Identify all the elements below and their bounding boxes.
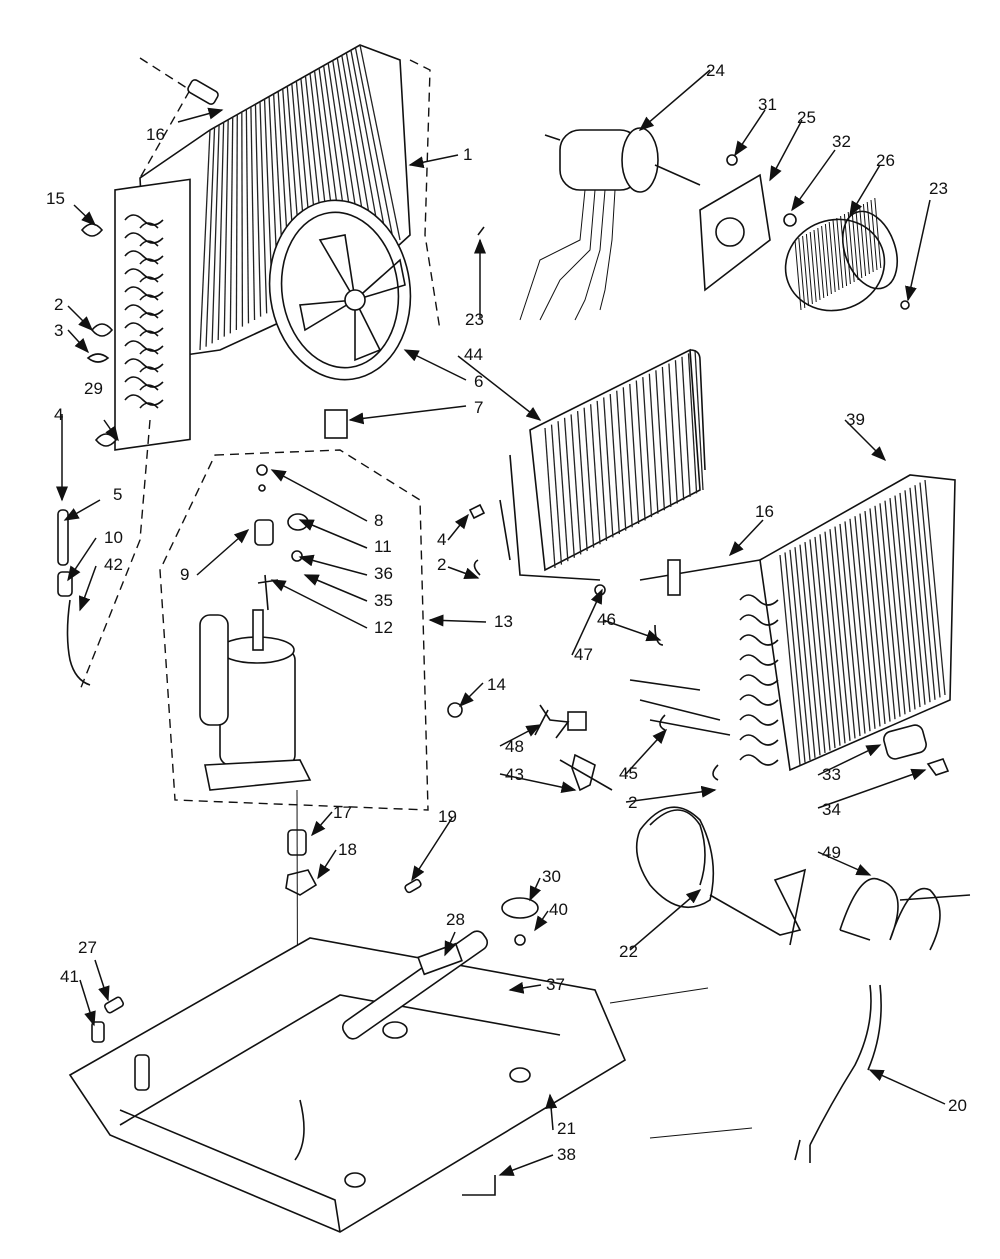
callout-42: 42 <box>104 555 123 574</box>
callout-34: 34 <box>822 800 841 819</box>
compressor-kit-outline <box>159 449 429 811</box>
callout-1: 1 <box>463 145 472 164</box>
callout-17: 17 <box>333 803 352 822</box>
stray-line <box>649 1127 753 1139</box>
callout-47: 47 <box>574 645 593 664</box>
power-cord <box>794 984 882 1163</box>
capillary-coil <box>499 348 706 581</box>
tube-outline <box>79 419 151 691</box>
callout-15: 15 <box>46 189 65 208</box>
callout-28: 28 <box>446 910 465 929</box>
callout-7: 7 <box>474 398 483 417</box>
base-small-parts <box>91 878 539 1196</box>
left-small-parts <box>57 79 219 686</box>
fan-clip <box>324 409 348 439</box>
callout-40: 40 <box>549 900 568 919</box>
callout-41: 41 <box>60 967 79 986</box>
callout-16: 16 <box>146 125 165 144</box>
callout-22: 22 <box>619 942 638 961</box>
callout-49: 49 <box>822 843 841 862</box>
callout-2: 2 <box>54 295 63 314</box>
discharge-tubing <box>635 806 807 946</box>
callout-8: 8 <box>374 511 383 530</box>
callout-33: 33 <box>822 765 841 784</box>
callout-29: 29 <box>84 379 103 398</box>
callout-2: 2 <box>628 793 637 812</box>
stray-line <box>609 987 709 1004</box>
callout-25: 25 <box>797 108 816 127</box>
callout-39: 39 <box>846 410 865 429</box>
compressor <box>199 609 312 791</box>
callout-19: 19 <box>438 807 457 826</box>
callout-12: 12 <box>374 618 393 637</box>
callout-6: 6 <box>474 372 483 391</box>
shroud-outline <box>409 59 441 331</box>
callout-43: 43 <box>505 765 524 784</box>
evaporator-coil <box>629 474 956 772</box>
callout-46: 46 <box>597 610 616 629</box>
mid-right-small-parts <box>468 154 950 792</box>
callout-2: 2 <box>437 555 446 574</box>
callout-32: 32 <box>832 132 851 151</box>
callout-38: 38 <box>557 1145 576 1164</box>
callout-3: 3 <box>54 321 63 340</box>
callout-5: 5 <box>113 485 122 504</box>
callout-24: 24 <box>706 61 725 80</box>
callout-20: 20 <box>948 1096 967 1115</box>
callout-23: 23 <box>929 179 948 198</box>
suction-tubing <box>839 877 971 951</box>
callout-13: 13 <box>494 612 513 631</box>
blower-wheel <box>784 197 898 312</box>
callout-leaders <box>56 69 946 1176</box>
callout-14: 14 <box>487 675 506 694</box>
condenser-bracket-outline <box>139 57 191 179</box>
blower-motor <box>519 127 701 321</box>
callout-11: 11 <box>374 537 392 556</box>
callout-labels: 1 2 2 2 3 4 4 5 6 7 8 9 10 11 12 13 14 1… <box>46 61 967 1164</box>
callout-45: 45 <box>619 764 638 783</box>
callout-23: 23 <box>465 310 484 329</box>
callout-31: 31 <box>758 95 777 114</box>
callout-9: 9 <box>180 565 189 584</box>
callout-4: 4 <box>437 530 446 549</box>
callout-36: 36 <box>374 564 393 583</box>
compressor-nut <box>285 869 318 896</box>
callout-27: 27 <box>78 938 97 957</box>
condenser-fan <box>268 199 412 381</box>
callout-4: 4 <box>54 405 63 424</box>
callout-30: 30 <box>542 867 561 886</box>
callout-16: 16 <box>755 502 774 521</box>
base-pan <box>68 930 627 1233</box>
callout-44: 44 <box>464 345 483 364</box>
callout-18: 18 <box>338 840 357 859</box>
motor-mount-plate <box>699 173 771 292</box>
callout-48: 48 <box>505 737 524 756</box>
callout-21: 21 <box>557 1119 576 1138</box>
callout-37: 37 <box>546 975 565 994</box>
callout-35: 35 <box>374 591 393 610</box>
callout-10: 10 <box>104 528 123 547</box>
callout-26: 26 <box>876 151 895 170</box>
